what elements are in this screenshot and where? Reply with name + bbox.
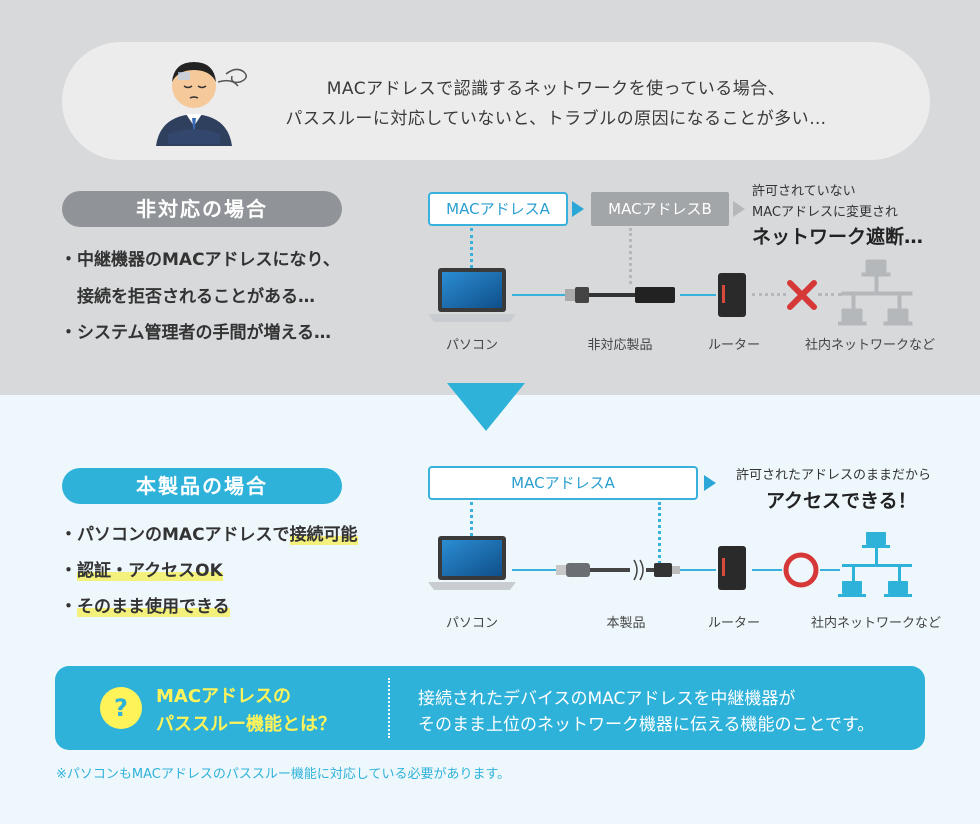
cable-product-to-router <box>680 569 716 571</box>
unsupported-note-big: ネットワーク遮断… <box>752 226 924 248</box>
info-desc-1: 接続されたデバイスのMACアドレスを中継機器が <box>418 689 796 709</box>
ok-circle-icon <box>783 552 819 588</box>
supported-note: 許可されたアドレスのままだから <box>736 468 932 483</box>
cross-icon <box>787 280 817 310</box>
info-title-2: パススルー機能とは？ <box>156 714 336 735</box>
mac-b-box: MACアドレスB <box>591 192 729 226</box>
label-router-bottom: ルーター <box>707 616 760 631</box>
laptop-icon <box>428 268 516 322</box>
supported-bullet-1-highlight: 接続可能 <box>289 525 358 545</box>
dotted-line-product-2 <box>658 502 661 564</box>
cable-pc-to-adapter <box>512 294 582 296</box>
unsupported-bullet-1: ・中継機器のMACアドレスになり、 <box>60 250 340 270</box>
laptop-icon-2 <box>428 536 516 590</box>
label-pc-top: パソコン <box>445 338 498 353</box>
label-product-top: 非対応製品 <box>587 338 653 353</box>
unsupported-bullet-2: 接続を拒否されることがある… <box>60 287 315 307</box>
cable-adapter-to-router <box>680 294 716 296</box>
label-product-bottom: 本製品 <box>606 616 646 631</box>
info-title-1: MACアドレスの <box>156 686 292 707</box>
supported-bullet-1: ・パソコンのMACアドレスで接続可能 <box>60 520 358 545</box>
supported-bullet-3-dot: ・ <box>60 597 77 617</box>
product-adapter-icon <box>556 559 680 581</box>
down-arrow-icon <box>447 383 525 431</box>
non-compliant-adapter-icon <box>565 287 675 303</box>
router-icon <box>718 273 746 317</box>
supported-bullet-2-dot: ・ <box>60 561 77 581</box>
dotted-line-pc <box>470 228 473 268</box>
blocked-line-2 <box>818 293 842 296</box>
unsupported-note-2: MACアドレスに変更され <box>752 205 898 220</box>
info-desc-2: そのまま上位のネットワーク機器に伝える機能のことです。 <box>418 715 875 735</box>
label-network-top: 社内ネットワークなど <box>804 338 935 353</box>
supported-bullet-2-highlight: 認証・アクセスOK <box>77 561 223 581</box>
footnote: ※パソコンもMACアドレスのパススルー機能に対応している必要があります。 <box>56 767 511 782</box>
unsupported-title: 非対応の場合 <box>62 191 342 227</box>
network-tree-icon-grey <box>838 259 913 326</box>
supported-bullet-3: ・そのまま使用できる <box>60 592 230 617</box>
label-router-top: ルーター <box>707 338 760 353</box>
supported-bullet-2: ・認証・アクセスOK <box>60 556 223 581</box>
mac-a-box-top: MACアドレスA <box>428 192 568 226</box>
supported-note-big: アクセスできる！ <box>766 490 917 512</box>
supported-title: 本製品の場合 <box>62 468 342 504</box>
router-icon-2 <box>718 546 746 590</box>
worried-man-icon <box>156 62 247 146</box>
unsupported-note-1: 許可されていない <box>752 184 856 199</box>
speech-line-1: MACアドレスで認識するネットワークを使っている場合、 <box>326 79 786 99</box>
dotted-line-pc-2 <box>470 502 473 536</box>
cable-circle-to-network <box>820 569 840 571</box>
cable-router-to-circle <box>752 569 782 571</box>
label-pc-bottom: パソコン <box>445 616 498 631</box>
supported-bullet-3-highlight: そのまま使用できる <box>77 597 230 617</box>
network-tree-icon <box>838 532 912 597</box>
info-banner <box>55 666 925 750</box>
question-icon: ? <box>100 687 142 729</box>
label-network-bottom: 社内ネットワークなど <box>810 616 941 631</box>
speech-line-2: パススルーに対応していないと、トラブルの原因になることが多い… <box>285 109 827 129</box>
arrow-right-icon-2 <box>704 475 716 491</box>
mac-a-box-bottom: MACアドレスA <box>428 466 698 500</box>
cable-pc-to-product <box>512 569 560 571</box>
supported-bullet-1-plain: ・パソコンのMACアドレスで <box>60 525 290 545</box>
unsupported-bullet-3: ・システム管理者の手間が増える… <box>60 323 331 343</box>
dotted-line-product <box>629 228 632 284</box>
blocked-line <box>752 293 786 296</box>
arrow-right-grey-icon <box>733 201 745 217</box>
info-divider <box>388 678 390 738</box>
arrow-right-icon <box>572 201 584 217</box>
